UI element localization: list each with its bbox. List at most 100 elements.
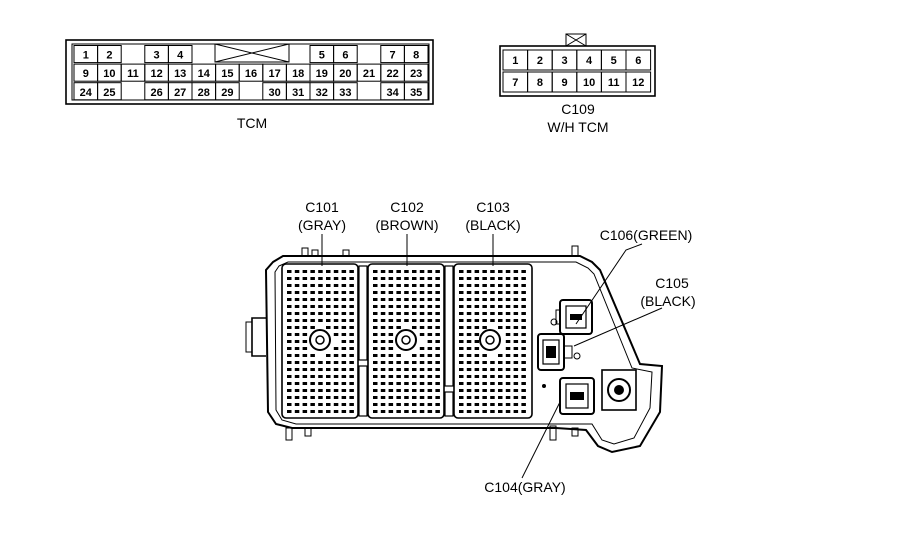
pin-hole <box>333 326 339 329</box>
pin-hole <box>349 284 354 287</box>
pin-hole <box>474 277 480 280</box>
pin-hole <box>310 382 315 385</box>
pin-hole <box>341 389 347 392</box>
pin-hole <box>310 312 315 315</box>
pin-hole <box>490 410 495 413</box>
pin-hole <box>310 410 315 413</box>
pin-hole <box>435 396 440 399</box>
tcm-pin-number: 31 <box>292 87 304 99</box>
pin-hole <box>287 319 292 322</box>
c105-socket <box>537 333 581 371</box>
tcm-pin-number: 22 <box>386 68 398 80</box>
pin-hole <box>373 333 378 336</box>
c109-key-tab <box>565 33 587 47</box>
c109-pin-number: 7 <box>512 77 518 89</box>
pin-hole <box>349 312 354 315</box>
tcm-pin-number: 24 <box>80 87 93 99</box>
pin-hole <box>419 305 425 308</box>
pin-hole <box>521 312 526 315</box>
pin-hole <box>302 375 308 378</box>
c109-pin-number: 9 <box>561 77 567 89</box>
pin-hole <box>388 361 394 364</box>
pin-hole <box>490 284 495 287</box>
pin-hole <box>490 389 495 392</box>
pin-hole <box>333 403 339 406</box>
pin-hole <box>513 347 519 350</box>
pin-hole <box>294 277 300 280</box>
pin-hole <box>474 340 480 343</box>
pin-hole <box>521 284 526 287</box>
c109-sublabel: W/H TCM <box>547 119 608 135</box>
pin-hole <box>326 403 331 406</box>
pin-hole <box>294 354 300 357</box>
pin-hole <box>294 375 300 378</box>
tcm-pin-cell <box>97 45 122 64</box>
pin-hole <box>505 333 511 336</box>
pin-hole <box>326 284 331 287</box>
pin-hole <box>505 403 511 406</box>
pin-hole <box>373 340 378 343</box>
pin-hole <box>294 347 300 350</box>
pin-hole <box>349 389 354 392</box>
pin-hole <box>412 298 417 301</box>
pin-hole <box>498 354 503 357</box>
pin-hole <box>435 284 440 287</box>
tcm-pin-number: 27 <box>174 87 186 99</box>
c109-pin-number: 6 <box>635 55 641 67</box>
pin-hole <box>474 410 480 413</box>
c103-label: C103 <box>476 199 510 215</box>
pin-hole <box>373 361 378 364</box>
pin-hole <box>404 312 409 315</box>
pin-hole <box>333 305 339 308</box>
pin-hole <box>349 291 354 294</box>
pin-hole <box>521 410 526 413</box>
pin-hole <box>466 270 472 273</box>
pin-hole <box>333 382 339 385</box>
pin-hole <box>505 284 511 287</box>
pin-hole <box>380 298 386 301</box>
pin-hole <box>459 326 464 329</box>
tcm-pin-number: 35 <box>410 87 422 99</box>
pin-hole <box>294 368 300 371</box>
pin-hole <box>498 305 503 308</box>
pin-hole <box>474 375 480 378</box>
tcm-pin-cell <box>333 45 358 64</box>
pin-hole <box>419 368 425 371</box>
pin-hole <box>419 396 425 399</box>
pin-hole <box>505 340 511 343</box>
pin-hole <box>521 305 526 308</box>
tcm-pin-cell <box>403 63 429 82</box>
pin-hole <box>396 270 401 273</box>
pin-hole <box>513 270 519 273</box>
pin-hole <box>341 284 347 287</box>
c104-socket <box>559 377 595 415</box>
pin-hole <box>482 382 487 385</box>
pin-hole <box>302 298 308 301</box>
pin-hole <box>341 298 347 301</box>
pin-hole <box>349 382 354 385</box>
pin-hole <box>341 361 347 364</box>
pin-hole <box>419 284 425 287</box>
pin-hole <box>521 340 526 343</box>
pin-hole <box>349 361 354 364</box>
pin-hole <box>412 396 417 399</box>
pin-hole <box>412 375 417 378</box>
pin-hole <box>419 410 425 413</box>
pin-hole <box>380 389 386 392</box>
pin-hole <box>498 403 503 406</box>
pin-hole <box>419 298 425 301</box>
pin-hole <box>513 326 519 329</box>
pin-hole <box>380 319 386 322</box>
pin-hole <box>326 326 331 329</box>
c105-color-label: (BLACK) <box>640 293 695 309</box>
pin-hole <box>521 389 526 392</box>
pin-hole <box>310 403 315 406</box>
pin-hole <box>341 277 347 280</box>
pin-hole <box>326 312 331 315</box>
pin-hole <box>373 298 378 301</box>
tcm-pin-number: 16 <box>245 68 257 80</box>
pin-hole <box>396 291 401 294</box>
pin-hole <box>435 291 440 294</box>
